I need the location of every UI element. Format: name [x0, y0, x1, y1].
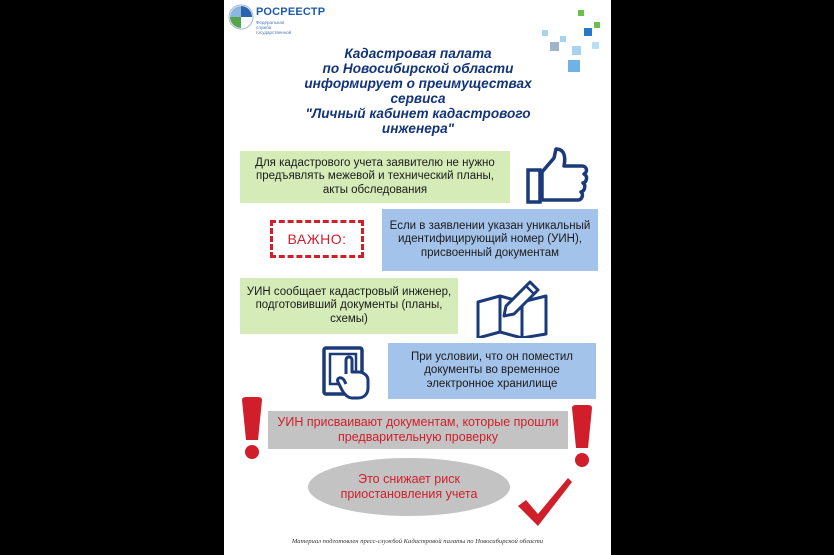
headline-line: по Новосибирской области	[322, 61, 514, 76]
headline-line: "Личный кабинет кадастрового	[305, 106, 531, 121]
info-block-text: Для кадастрового учета заявителю не нужн…	[255, 156, 495, 196]
important-label: ВАЖНО:	[270, 220, 364, 258]
info-block-uin-condition: Если в заявлении указан уникальный идент…	[382, 209, 598, 271]
info-block-engineer-reports: УИН сообщает кадастровый инженер, подгот…	[240, 278, 458, 334]
infographic-poster: РОСРЕЕСТР Федеральная служба государстве…	[224, 0, 611, 555]
logo-title: РОСРЕЕСТР	[256, 6, 326, 18]
info-block-text: УИН сообщает кадастровый инженер, подгот…	[246, 285, 452, 325]
map-pencil-icon	[476, 280, 548, 338]
important-label-text: ВАЖНО:	[287, 231, 347, 247]
info-block-temporary-storage: При условии, что он поместил документы в…	[388, 343, 596, 399]
info-block-text: При условии, что он поместил документы в…	[411, 350, 573, 390]
exclamation-icon	[242, 397, 262, 459]
info-oval-text: Это снижает риск приостановления учета	[340, 472, 478, 501]
info-block-preliminary-check: УИН присваивают документам, которые прош…	[268, 411, 568, 449]
checkmark-icon	[518, 478, 572, 526]
info-block-text: Если в заявлении указан уникальный идент…	[389, 219, 591, 259]
rosreestr-logo-icon	[228, 4, 254, 30]
exclamation-icon	[572, 405, 592, 467]
logo-subtitle: Федеральная служба государственной	[256, 20, 326, 35]
footer-credit: Материал подготовлен пресс-службой Кадас…	[291, 538, 544, 545]
logo-subtitle-line: Федеральная	[256, 20, 285, 25]
headline-line: сервиса	[390, 91, 446, 106]
headline-line: инженера"	[381, 121, 455, 136]
info-oval-conclusion: Это снижает риск приостановления учета	[308, 458, 510, 516]
headline: Кадастровая палата по Новосибирской обла…	[284, 46, 552, 136]
logo-subtitle-line: служба	[256, 25, 272, 30]
info-block-no-plans: Для кадастрового учета заявителю не нужн…	[240, 151, 510, 203]
logo-subtitle-line: государственной	[256, 30, 292, 35]
thumbs-up-icon	[526, 147, 589, 204]
headline-line: Кадастровая палата	[344, 46, 492, 61]
tablet-touch-icon	[322, 346, 370, 400]
headline-line: информирует о преимуществах	[304, 76, 532, 91]
decorative-pixel-squares	[542, 10, 600, 72]
info-block-text: УИН присваивают документам, которые прош…	[277, 415, 559, 444]
